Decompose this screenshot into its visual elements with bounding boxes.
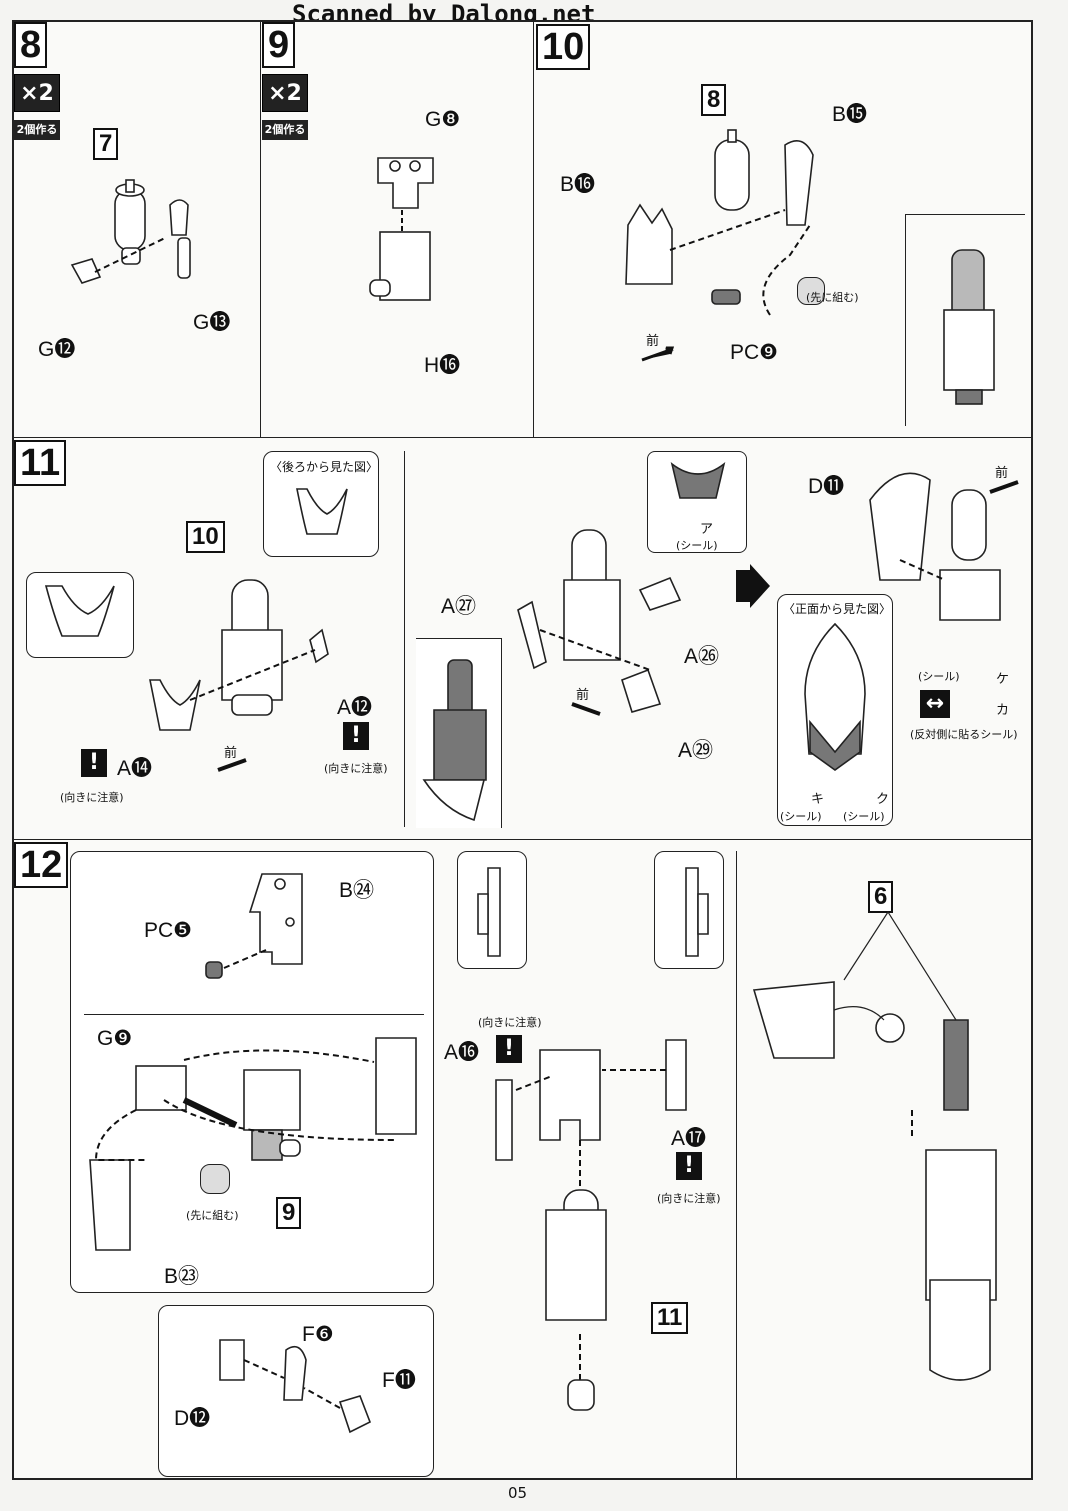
assemble-first-note: (先に組む) xyxy=(806,291,859,304)
step-11-subpanel-frame xyxy=(404,451,748,827)
step-8-ref: 7 xyxy=(93,128,119,160)
sticker-letter: ク xyxy=(876,792,890,807)
arrow-front-icon xyxy=(571,702,601,716)
make-two-caption: 2個作る xyxy=(262,120,308,140)
caution-icon: ! xyxy=(343,722,369,750)
sticker-note: (シール) xyxy=(843,810,885,823)
front-label: 前 xyxy=(224,746,238,761)
step-12-center-diagram xyxy=(495,1039,687,1411)
step-12-lower-diagram xyxy=(89,1037,417,1251)
step-10-number: 10 xyxy=(536,24,591,70)
part-label: G⓬ xyxy=(38,338,76,361)
caution-icon: ! xyxy=(676,1152,702,1180)
step-10-detail-frame xyxy=(905,214,1025,426)
step-12-divider xyxy=(84,1014,424,1015)
part-label: A㉖ xyxy=(684,645,720,668)
step-9-diagram xyxy=(369,157,434,301)
step-12-right-diagram xyxy=(752,910,997,1381)
front-view-diagram xyxy=(804,622,866,771)
detail-diagram xyxy=(44,585,115,637)
side-detail-diagram xyxy=(422,659,487,822)
part-label: B㉓ xyxy=(164,1265,200,1288)
step-10-detail-diagram xyxy=(943,249,995,405)
part-label: B⓰ xyxy=(560,173,596,196)
front-label: 前 xyxy=(995,466,1009,481)
caution-note: (向きに注意) xyxy=(478,1016,542,1029)
part-label: D⓬ xyxy=(174,1407,211,1430)
caution-note: (向きに注意) xyxy=(60,791,124,804)
detail-left-diagram xyxy=(477,867,501,957)
back-view-caption: 〈後ろから見た図〉 xyxy=(270,460,379,474)
flip-icon: ↔ xyxy=(920,690,950,718)
step-11-main-diagram xyxy=(149,579,329,731)
arrow-next-icon xyxy=(736,564,770,608)
arrow-front-icon xyxy=(217,758,247,772)
caution-icon: ! xyxy=(81,749,107,777)
sticker-letter: ア xyxy=(700,522,714,537)
caution-icon: ! xyxy=(496,1035,522,1063)
caution-note: (向きに注意) xyxy=(657,1192,721,1205)
step-8-number: 8 xyxy=(14,22,48,68)
sticker-letter: キ xyxy=(811,792,825,807)
sticker-note: (シール) xyxy=(918,670,960,683)
step-8-diagram xyxy=(70,179,191,284)
front-label: 前 xyxy=(646,334,660,349)
back-view-diagram xyxy=(296,488,348,535)
front-view-caption: 〈正面から見た図〉 xyxy=(783,602,892,616)
arrow-front-icon xyxy=(641,346,675,362)
step-11-final-diagram xyxy=(869,472,1001,621)
part-label: G❽ xyxy=(425,108,461,131)
sticker-note: (シール) xyxy=(780,810,822,823)
assemble-first-note: (先に組む) xyxy=(186,1209,239,1222)
part-label: F❻ xyxy=(302,1323,334,1346)
part-label: A⓰ xyxy=(444,1041,480,1064)
sticker-letter: ケ xyxy=(996,672,1010,687)
part-label: F⓫ xyxy=(382,1369,416,1392)
part-label: D⓫ xyxy=(808,475,845,498)
step-12-upper-diagram xyxy=(205,873,303,979)
sticker-callout xyxy=(647,451,747,553)
part-label: A㉗ xyxy=(441,595,477,618)
part-label: A⓮ xyxy=(117,757,153,780)
part-label: A⓱ xyxy=(671,1127,707,1150)
sticker-note: (シール) xyxy=(676,539,718,552)
step-12-number: 12 xyxy=(14,842,69,888)
front-label: 前 xyxy=(576,688,590,703)
caution-note: (向きに注意) xyxy=(324,762,388,775)
assemble-first-icon xyxy=(200,1164,230,1194)
part-label: A㉙ xyxy=(678,739,714,762)
assemble-first-icon xyxy=(797,277,825,305)
detail-right-diagram xyxy=(685,867,709,957)
step-12-ref: 9 xyxy=(276,1197,302,1229)
step-11-sub-diagram xyxy=(517,529,682,713)
back-view-callout xyxy=(263,451,379,557)
step-11-ref: 10 xyxy=(186,521,225,553)
part-label: B㉔ xyxy=(339,879,375,902)
part-label: A⓬ xyxy=(337,696,373,719)
part-label: B⓯ xyxy=(832,103,868,126)
opposite-sticker-note: (反対側に貼るシール) xyxy=(910,728,1018,741)
sticker-a-diagram xyxy=(670,461,726,499)
step-10-ref: 8 xyxy=(701,84,727,116)
part-label: PC❾ xyxy=(730,341,778,364)
step-12-ref: 6 xyxy=(868,881,894,913)
make-two-caption: 2個作る xyxy=(14,120,60,140)
part-label: H⓰ xyxy=(424,354,461,377)
sticker-letter: カ xyxy=(996,703,1010,718)
step-12-f-parts-diagram xyxy=(219,1339,372,1434)
part-label: G❾ xyxy=(97,1027,133,1050)
arrow-front-icon xyxy=(989,480,1019,494)
multiply-two-badge: ×2 xyxy=(262,74,308,112)
part-label: PC❺ xyxy=(144,919,192,942)
multiply-two-badge: ×2 xyxy=(14,74,60,112)
step-12-panel xyxy=(12,839,1033,1480)
step-12-right-frame xyxy=(736,851,1033,1480)
step-12-ref: 11 xyxy=(651,1302,689,1334)
step-10-diagram xyxy=(625,129,814,316)
step-11-number: 11 xyxy=(14,440,67,486)
page-number: 05 xyxy=(508,1484,528,1502)
step-9-number: 9 xyxy=(262,22,296,68)
part-label: G⓭ xyxy=(193,311,231,334)
